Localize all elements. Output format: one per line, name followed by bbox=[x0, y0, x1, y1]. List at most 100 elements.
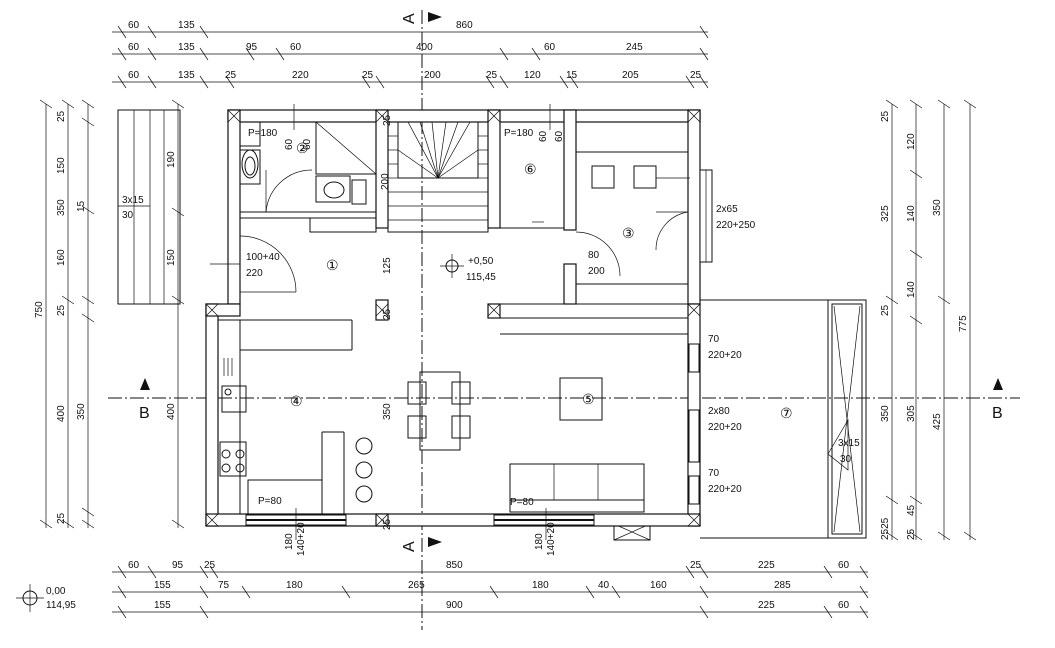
dim-text: 160 bbox=[56, 249, 67, 266]
section-arrow-icon bbox=[428, 12, 442, 22]
room-number-2: ② bbox=[296, 140, 309, 156]
level-marker-main: +0,50 115,45 bbox=[440, 254, 496, 283]
dim-text: 140 bbox=[906, 205, 917, 222]
section-arrow-icon bbox=[140, 378, 150, 390]
dim-text: 2525 bbox=[880, 517, 891, 540]
dim-text: 25 bbox=[880, 304, 891, 316]
dim-text: 180 bbox=[532, 580, 549, 591]
door-width: 80 bbox=[588, 250, 600, 261]
dim-text: 15 bbox=[76, 200, 87, 212]
room-1: 100+40 220 ① bbox=[210, 217, 377, 293]
dim-text: 25 bbox=[382, 308, 393, 320]
stair-label: 30 bbox=[840, 454, 852, 465]
dim-text: 95 bbox=[172, 560, 184, 571]
section-label-b: B bbox=[139, 405, 150, 422]
bottom-dimension-lines: 60 95 25 850 25 225 60 155 75 180 265 18… bbox=[112, 560, 869, 619]
room-4-kitchen: ④ P=80 bbox=[217, 319, 373, 515]
dim-text: 135 bbox=[178, 70, 195, 81]
dim-text: 850 bbox=[446, 560, 463, 571]
dim-text: 160 bbox=[650, 580, 667, 591]
section-label-b: B bbox=[992, 405, 1003, 422]
dim-text: 25 bbox=[225, 70, 237, 81]
parapet-label: P=180 bbox=[504, 128, 534, 139]
dim-text: 15 bbox=[566, 70, 578, 81]
window-width: 180 bbox=[534, 533, 545, 550]
dim-text: 120 bbox=[524, 70, 541, 81]
dim-text: 400 bbox=[166, 403, 177, 420]
dim-text: 400 bbox=[416, 42, 433, 53]
dim-text: 860 bbox=[456, 20, 473, 31]
dim-text: 775 bbox=[958, 315, 969, 332]
dim-text: 60 bbox=[128, 560, 140, 571]
dim-text: 225 bbox=[758, 560, 775, 571]
window-width: 70 bbox=[708, 334, 720, 345]
dim-text: 150 bbox=[56, 157, 67, 174]
parapet-label: P=80 bbox=[510, 497, 534, 508]
dim-text: 60 bbox=[290, 42, 302, 53]
window-width: 180 bbox=[284, 533, 295, 550]
window-height: 220+20 bbox=[708, 350, 742, 361]
dim-text: 125 bbox=[382, 257, 393, 274]
level-value: +0,50 bbox=[468, 256, 494, 267]
dim-text: 200 bbox=[380, 173, 391, 190]
west-porch-stair: 3x15 30 bbox=[117, 109, 181, 305]
bathroom: P=180 60 60 ② bbox=[239, 104, 551, 213]
dim-text: 155 bbox=[154, 580, 171, 591]
dim-text: 60 bbox=[284, 138, 295, 150]
east-terrace: 3x15 30 bbox=[613, 299, 867, 541]
dim-text: 25 bbox=[382, 114, 393, 126]
room-number-6: ⑥ bbox=[524, 161, 537, 177]
dim-text: 25 bbox=[204, 560, 216, 571]
dim-text: 60 bbox=[128, 70, 140, 81]
section-arrow-icon bbox=[428, 537, 442, 547]
dim-text: 225 bbox=[758, 600, 775, 611]
dim-text: 75 bbox=[218, 580, 230, 591]
room-6: P=180 60 60 ⑥ bbox=[504, 128, 565, 223]
dim-text: 120 bbox=[906, 133, 917, 150]
window-height: 140+20 bbox=[296, 522, 307, 556]
dim-text: 25 bbox=[690, 70, 702, 81]
dim-text: 350 bbox=[76, 403, 87, 420]
window-height: 140+20 bbox=[546, 522, 557, 556]
dim-text: 750 bbox=[34, 301, 45, 318]
parapet-label: P=80 bbox=[258, 496, 282, 507]
right-dimension-lines: 25 120 325 140 25 350 305 2525 45 25 350… bbox=[880, 99, 977, 541]
left-dimension-lines: 750 25 150 350 160 25 400 25 15 350 190 … bbox=[34, 99, 185, 529]
east-windows: 70 220+20 2x80 220+20 70 220+20 2x65 220… bbox=[688, 169, 756, 505]
dim-text: 245 bbox=[626, 42, 643, 53]
dim-text: 140 bbox=[906, 281, 917, 298]
dim-text: 190 bbox=[166, 151, 177, 168]
stair-label: 30 bbox=[122, 210, 134, 221]
room-5-living: ⑤ P=80 bbox=[407, 371, 645, 513]
section-label-a: A bbox=[401, 541, 418, 552]
room-number-1: ① bbox=[326, 257, 339, 273]
dim-text: 60 bbox=[302, 138, 313, 150]
dim-text: 150 bbox=[166, 249, 177, 266]
room-number-4: ④ bbox=[290, 393, 303, 409]
dim-text: 60 bbox=[838, 600, 850, 611]
window-width: 70 bbox=[708, 468, 720, 479]
dim-text: 25 bbox=[382, 518, 393, 530]
dim-text: 900 bbox=[446, 600, 463, 611]
stair-label: 3x15 bbox=[838, 438, 860, 449]
door-height: 220 bbox=[246, 268, 263, 279]
dim-text: 25 bbox=[690, 560, 702, 571]
dim-text: 205 bbox=[622, 70, 639, 81]
window-height: 220+20 bbox=[708, 422, 742, 433]
dim-text: 350 bbox=[56, 199, 67, 216]
room-number-3: ③ bbox=[622, 225, 635, 241]
window-width: 2x80 bbox=[708, 406, 730, 417]
dim-text: 25 bbox=[362, 70, 374, 81]
room-number-5: ⑤ bbox=[582, 391, 595, 407]
level-value: 114,95 bbox=[46, 600, 76, 611]
dim-text: 200 bbox=[424, 70, 441, 81]
dim-text: 45 bbox=[906, 504, 917, 516]
level-marker-reference: 0,00 114,95 bbox=[16, 584, 76, 612]
south-windows: 180 140+20 180 140+20 bbox=[245, 508, 595, 556]
dim-text: 265 bbox=[408, 580, 425, 591]
window-width: 2x65 bbox=[716, 204, 738, 215]
parapet-label: P=180 bbox=[248, 128, 278, 139]
dim-text: 60 bbox=[128, 20, 140, 31]
dim-text: 25 bbox=[56, 512, 67, 524]
